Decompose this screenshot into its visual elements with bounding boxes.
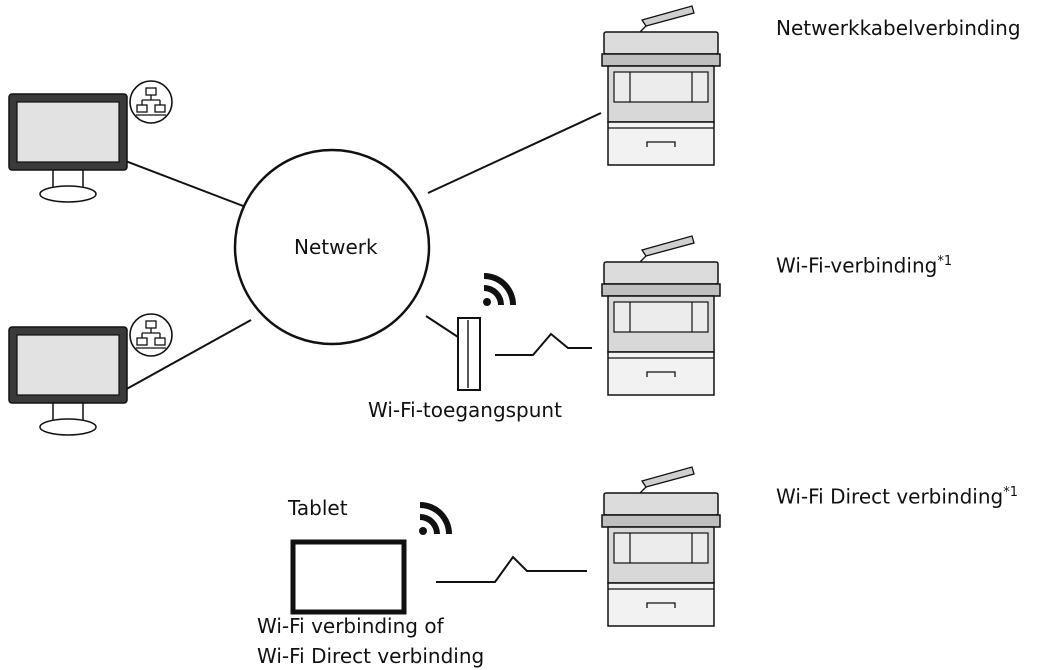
wifi-signal-icon <box>419 502 452 535</box>
wifi-link-access-point <box>495 332 592 356</box>
printer-label-wifi-direct: Wi-Fi Direct verbinding*1 <box>776 481 1018 509</box>
tablet-icon <box>290 539 407 615</box>
lan-network-icon <box>129 80 173 124</box>
printer-label-text: Wi-Fi-verbinding <box>776 253 938 278</box>
lan-network-icon <box>129 313 173 357</box>
tablet-label: Tablet <box>288 496 348 520</box>
network-cable-lines <box>122 112 602 392</box>
wifi-link-tablet <box>436 555 587 583</box>
wifi-signal-icon <box>483 273 516 306</box>
network-circle <box>233 148 431 346</box>
printer-label-wifi: Wi-Fi-verbinding*1 <box>776 250 952 278</box>
cable-computer-1 <box>122 159 252 210</box>
printer-label-text: Wi-Fi Direct verbinding <box>776 484 1004 509</box>
cable-access-point <box>425 315 459 338</box>
access-point-label: Wi-Fi-toegangspunt <box>368 398 562 422</box>
tablet-caption-line2: Wi-Fi Direct verbinding <box>257 644 485 668</box>
monitor-icon <box>8 326 128 436</box>
printer-label-text: Netwerkkabelverbinding <box>776 16 1021 40</box>
network-label: Netwerk <box>294 235 378 259</box>
tablet-caption-line1: Wi-Fi verbinding of <box>257 614 444 638</box>
cable-printer-1 <box>427 112 602 194</box>
access-point-icon <box>457 317 481 391</box>
multifunction-printer-icon <box>601 5 721 166</box>
footnote-marker: *1 <box>1003 485 1019 500</box>
multifunction-printer-icon <box>601 466 721 627</box>
cable-computer-2 <box>122 319 252 392</box>
multifunction-printer-icon <box>601 235 721 396</box>
monitor-icon <box>8 93 128 203</box>
printer-label-cable: Netwerkkabelverbinding <box>776 16 1021 40</box>
footnote-marker: *1 <box>937 254 953 269</box>
